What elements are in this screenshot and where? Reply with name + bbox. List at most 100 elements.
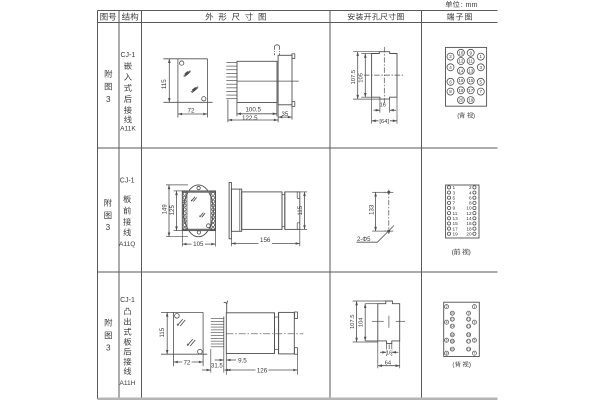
svg-text:17: 17 xyxy=(467,339,471,343)
svg-text:6: 6 xyxy=(449,79,452,84)
svg-text:64: 64 xyxy=(385,361,392,367)
svg-text:13: 13 xyxy=(467,324,471,328)
svg-text:3: 3 xyxy=(106,95,111,104)
svg-text:7: 7 xyxy=(453,201,456,206)
svg-text:16: 16 xyxy=(379,103,385,109)
svg-text:11: 11 xyxy=(453,211,458,216)
svg-text:5: 5 xyxy=(480,79,483,84)
svg-text:15: 15 xyxy=(467,333,471,337)
svg-text:5: 5 xyxy=(473,338,475,342)
svg-text:mm: mm xyxy=(466,0,478,9)
svg-text:15: 15 xyxy=(453,221,459,226)
svg-text:115: 115 xyxy=(298,205,304,215)
svg-text:35: 35 xyxy=(282,112,289,118)
svg-text:18: 18 xyxy=(458,88,464,93)
svg-text:16: 16 xyxy=(386,350,392,356)
svg-text:1: 1 xyxy=(480,54,483,59)
svg-text:19: 19 xyxy=(468,98,474,103)
svg-text:14: 14 xyxy=(450,324,454,328)
svg-text:12: 12 xyxy=(450,317,454,321)
svg-text:19: 19 xyxy=(467,347,471,351)
svg-text:): ) xyxy=(473,113,475,120)
svg-text:(: ( xyxy=(457,113,460,120)
svg-text:17: 17 xyxy=(468,88,474,93)
svg-text:115: 115 xyxy=(160,327,166,337)
svg-text:3: 3 xyxy=(106,344,111,353)
svg-text:107.5: 107.5 xyxy=(350,315,356,330)
svg-text:2: 2 xyxy=(449,54,452,59)
svg-text:): ) xyxy=(469,362,471,369)
svg-text:20: 20 xyxy=(450,347,454,351)
svg-text:14: 14 xyxy=(458,68,464,73)
svg-text:72: 72 xyxy=(188,107,195,114)
svg-text:7: 7 xyxy=(473,351,475,355)
svg-text:): ) xyxy=(468,249,470,256)
svg-text:10: 10 xyxy=(450,311,454,315)
svg-text:8: 8 xyxy=(446,351,448,355)
svg-text:16: 16 xyxy=(450,333,454,337)
svg-text:1: 1 xyxy=(453,185,456,190)
svg-text:14: 14 xyxy=(466,216,472,221)
svg-text:2: 2 xyxy=(446,305,448,309)
svg-text:100.5: 100.5 xyxy=(245,107,261,114)
svg-text:4: 4 xyxy=(449,65,452,70)
svg-text:A11Q: A11Q xyxy=(119,241,135,248)
svg-text:8: 8 xyxy=(449,89,452,94)
svg-text:16: 16 xyxy=(466,221,472,226)
svg-text:20: 20 xyxy=(466,231,472,236)
svg-text:133: 133 xyxy=(369,204,375,215)
svg-text:19: 19 xyxy=(453,231,459,236)
svg-text:18: 18 xyxy=(450,339,454,343)
svg-text:9: 9 xyxy=(468,311,470,315)
svg-text:13: 13 xyxy=(453,216,459,221)
svg-text::: : xyxy=(461,0,463,9)
svg-text:3: 3 xyxy=(473,320,475,324)
svg-text:CJ-1: CJ-1 xyxy=(120,297,135,304)
svg-text:18: 18 xyxy=(466,226,472,231)
svg-text:15: 15 xyxy=(468,78,474,83)
svg-text:17: 17 xyxy=(453,226,459,231)
svg-text:16: 16 xyxy=(458,78,464,83)
svg-text:13: 13 xyxy=(468,68,474,73)
svg-text:126: 126 xyxy=(257,367,268,374)
svg-text:10: 10 xyxy=(466,206,472,211)
svg-text:72: 72 xyxy=(183,359,190,366)
svg-text:125: 125 xyxy=(170,205,176,216)
svg-text:9: 9 xyxy=(453,206,456,211)
svg-text:3: 3 xyxy=(453,190,456,195)
svg-text:11: 11 xyxy=(468,59,473,64)
svg-text:CJ-1: CJ-1 xyxy=(121,52,136,59)
svg-text:105: 105 xyxy=(359,73,365,83)
svg-text:31.5: 31.5 xyxy=(211,364,223,370)
svg-text:105: 105 xyxy=(193,241,204,248)
svg-text:[64]: [64] xyxy=(379,119,389,125)
svg-text:20: 20 xyxy=(458,98,464,103)
svg-text:A11K: A11K xyxy=(120,126,136,133)
svg-text:4: 4 xyxy=(469,190,472,195)
svg-text:9: 9 xyxy=(469,50,472,55)
svg-text:6: 6 xyxy=(469,195,472,200)
svg-text:104: 104 xyxy=(359,317,365,327)
svg-text:10: 10 xyxy=(458,50,464,55)
svg-text:8: 8 xyxy=(469,201,472,206)
svg-text:107.5: 107.5 xyxy=(351,70,357,85)
svg-text:5: 5 xyxy=(453,195,456,200)
svg-text:12: 12 xyxy=(466,211,472,216)
svg-text:1: 1 xyxy=(473,305,475,309)
svg-text:11: 11 xyxy=(467,317,471,321)
svg-text:156: 156 xyxy=(260,237,271,244)
svg-text:(: ( xyxy=(452,249,455,256)
svg-text:3: 3 xyxy=(106,223,111,232)
svg-text:115: 115 xyxy=(161,79,168,89)
svg-text:CJ-1: CJ-1 xyxy=(120,178,135,185)
svg-text:2: 2 xyxy=(469,185,472,190)
svg-text:122.5: 122.5 xyxy=(242,115,258,122)
svg-text:6: 6 xyxy=(446,338,448,342)
svg-text:(: ( xyxy=(452,362,455,369)
svg-text:9.5: 9.5 xyxy=(238,357,247,364)
svg-text:4: 4 xyxy=(446,320,448,324)
svg-text:2-Φ5: 2-Φ5 xyxy=(357,237,371,243)
svg-text:7: 7 xyxy=(480,89,483,94)
svg-text:12: 12 xyxy=(458,59,464,64)
svg-text:149: 149 xyxy=(162,204,168,215)
